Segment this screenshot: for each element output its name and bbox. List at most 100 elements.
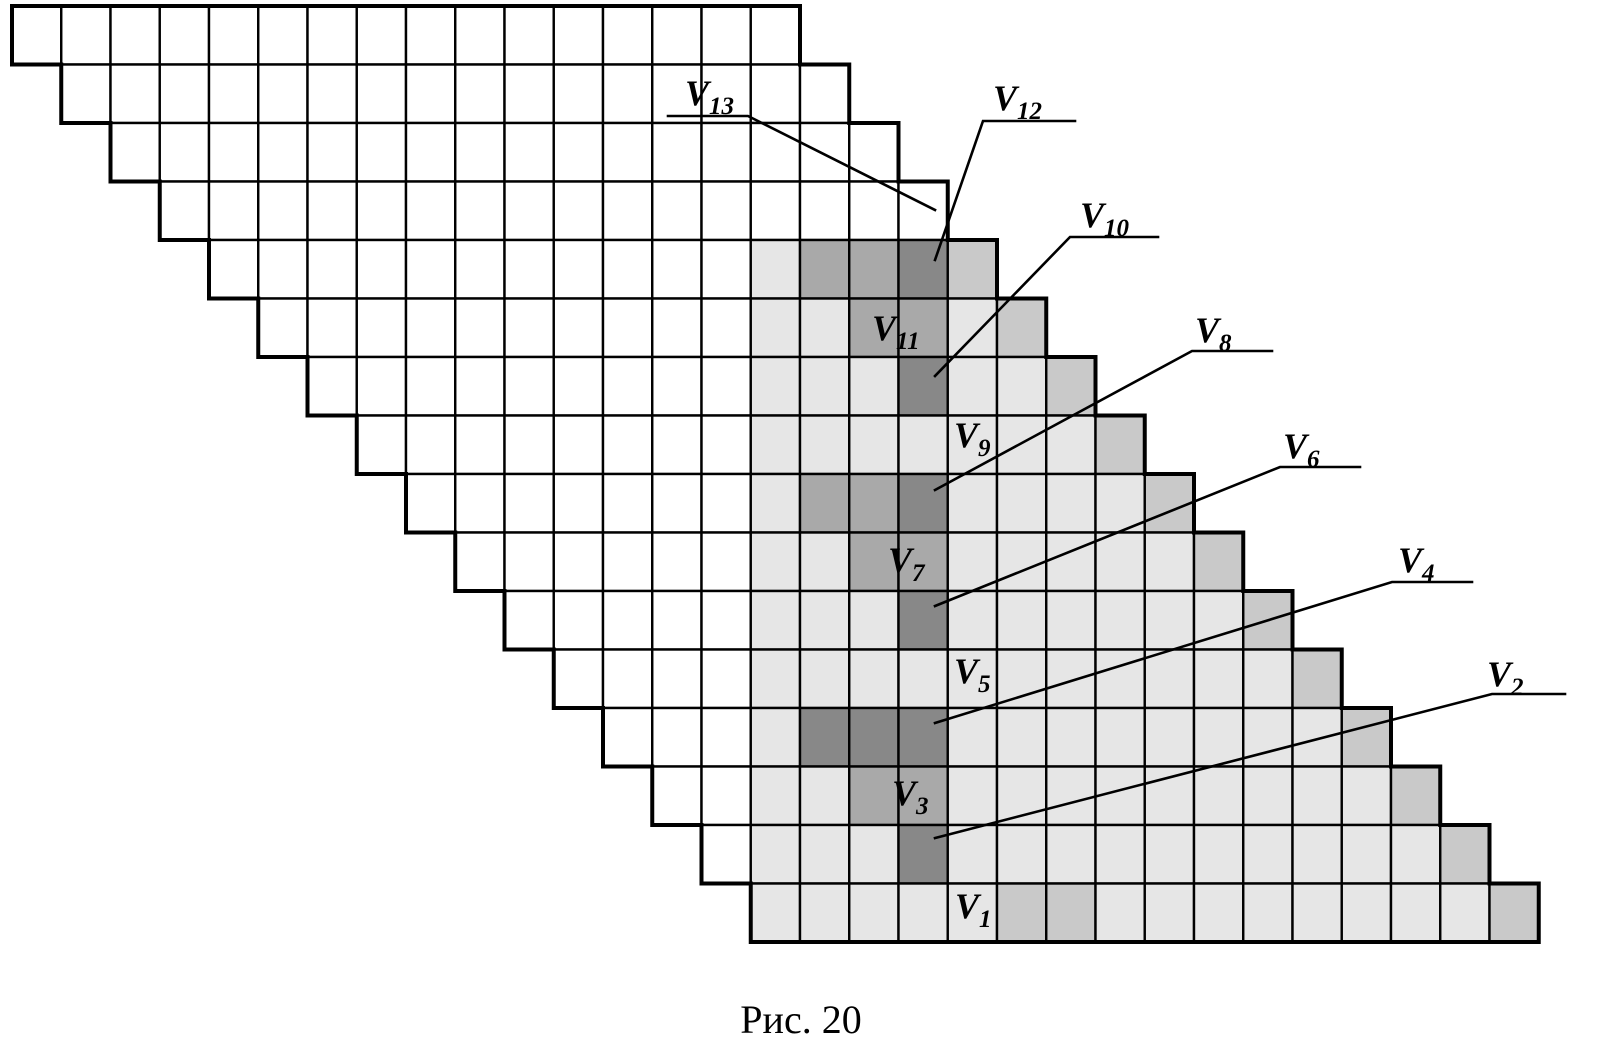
grid-cell	[651, 238, 703, 300]
grid-cell	[552, 238, 605, 300]
grid-cell	[749, 706, 802, 768]
grid-cell	[700, 297, 752, 359]
grid-cell	[158, 4, 211, 66]
grid-cell	[897, 882, 949, 944]
grid-cell	[995, 355, 1048, 417]
grid-cell	[749, 238, 802, 300]
grid-cell	[1143, 882, 1196, 944]
grid-cell	[601, 121, 654, 183]
grid-cell	[651, 355, 703, 417]
grid-cell	[798, 180, 851, 242]
grid-cell	[651, 589, 703, 651]
grid-cell	[404, 297, 457, 359]
grid-cell	[798, 355, 851, 417]
leader-line-v2	[933, 692, 1567, 840]
grid-cell	[1143, 823, 1196, 885]
grid-cell	[700, 531, 752, 593]
grid-cell	[1439, 823, 1491, 885]
figure-caption: Рис. 20	[740, 997, 862, 1042]
grid-cell	[503, 121, 555, 183]
grid-cell	[848, 121, 900, 183]
grid-cell	[1439, 882, 1491, 944]
leader-line-v13	[666, 114, 937, 212]
grid-cell	[1143, 472, 1196, 534]
grid-cell	[207, 121, 260, 183]
grid-cell	[1291, 706, 1343, 768]
label-v11: V11	[872, 308, 920, 355]
grid-cell	[995, 882, 1048, 944]
grid-cell	[503, 238, 555, 300]
grid-cell	[1094, 414, 1146, 476]
grid-cell	[454, 472, 506, 534]
grid-cell	[1143, 531, 1196, 593]
grid-cell	[749, 63, 802, 125]
grid-cell	[404, 180, 457, 242]
grid-cell	[1094, 589, 1146, 651]
grid-cell	[503, 297, 555, 359]
grid-cell	[1045, 706, 1097, 768]
leader-line-v6	[933, 465, 1362, 608]
grid-cell	[700, 706, 752, 768]
grid-cell	[1291, 882, 1343, 944]
grid-cell	[700, 355, 752, 417]
label-v7: V7	[888, 540, 926, 587]
grid-cell	[306, 4, 358, 66]
grid-cell	[995, 823, 1048, 885]
grid-cell	[848, 706, 900, 768]
grid-cell	[749, 648, 802, 710]
grid-cell	[897, 355, 949, 417]
grid-cell	[946, 472, 999, 534]
grid-cell	[601, 472, 654, 534]
grid-cell	[798, 297, 851, 359]
grid-cell	[848, 472, 900, 534]
grid-cell	[109, 4, 161, 66]
grid-cell	[848, 238, 900, 300]
grid-cell	[257, 4, 309, 66]
grid-cell	[1192, 531, 1245, 593]
grid-cell	[552, 531, 605, 593]
grid-cell	[1192, 648, 1245, 710]
grid-cell	[798, 648, 851, 710]
grid-cells	[10, 4, 1541, 944]
grid-cell	[700, 648, 752, 710]
grid-cell	[503, 414, 555, 476]
grid-cell	[207, 63, 260, 125]
grid-cell	[1045, 765, 1097, 827]
grid-cell	[1045, 648, 1097, 710]
grid-cell	[897, 589, 949, 651]
grid-cell	[749, 121, 802, 183]
grid-cell	[1143, 706, 1196, 768]
grid-cell	[306, 121, 358, 183]
grid-cell	[355, 4, 408, 66]
leader-line-v12	[933, 119, 1077, 262]
grid-cell	[552, 4, 605, 66]
grid-cell	[749, 297, 802, 359]
grid-cell	[355, 63, 408, 125]
grid-cell	[404, 355, 457, 417]
grid-cell	[601, 531, 654, 593]
label-v12: V12	[993, 78, 1042, 125]
grid-cell	[848, 648, 900, 710]
grid-cell	[503, 589, 555, 651]
grid-cell	[995, 589, 1048, 651]
grid-cell	[848, 414, 900, 476]
grid-cell	[257, 297, 309, 359]
grid-cell	[798, 63, 851, 125]
grid-cell	[601, 238, 654, 300]
grid-outline	[10, 4, 1541, 944]
grid-cell	[1242, 882, 1294, 944]
grid-cell	[355, 121, 408, 183]
grid-cell	[1045, 823, 1097, 885]
grid-cell	[1340, 882, 1393, 944]
grid-cell	[651, 180, 703, 242]
grid-cell	[798, 706, 851, 768]
grid-cell	[700, 180, 752, 242]
grid-cell	[700, 414, 752, 476]
grid-cell	[700, 4, 752, 66]
grid-cell	[355, 297, 408, 359]
grid-cell	[257, 63, 309, 125]
grid-cell	[651, 121, 703, 183]
grid-cell	[109, 63, 161, 125]
grid-cell	[749, 355, 802, 417]
